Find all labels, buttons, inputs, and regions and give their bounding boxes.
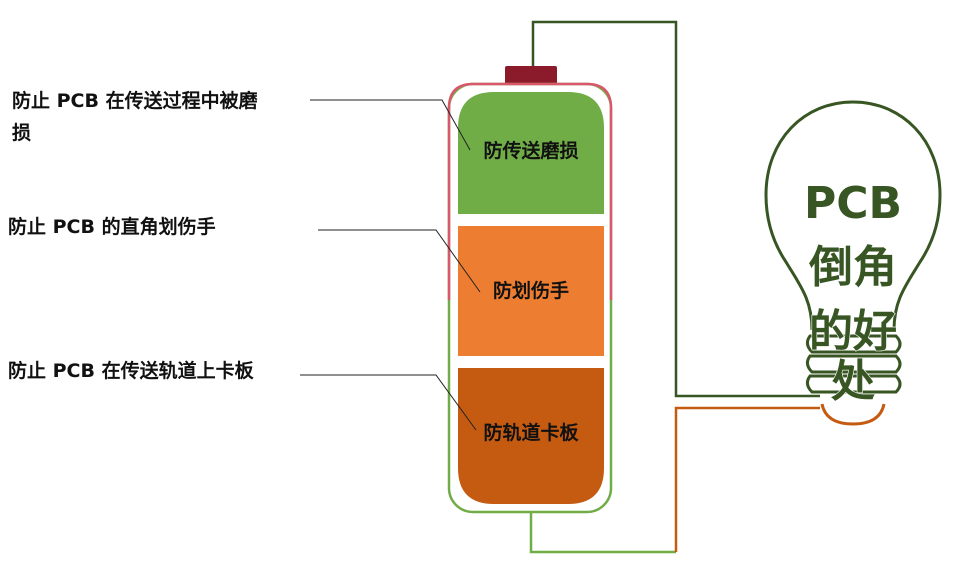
leader-lines: [300, 99, 481, 431]
segment-label-2: 防轨道卡板: [483, 421, 579, 444]
bulb-text-line-2: 倒角: [808, 242, 897, 293]
annotations: 防止 PCB 在传送过程中被磨 损 防止 PCB 的直角划伤手 防止 PCB 在…: [8, 89, 258, 382]
battery: 防传送磨损 防划伤手 防轨道卡板: [447, 66, 613, 514]
leader-line-1: [310, 99, 471, 151]
annotation-3: 防止 PCB 在传送轨道上卡板: [8, 359, 255, 382]
annotation-1-line-2: 损: [12, 122, 31, 144]
segment-green: [458, 92, 604, 214]
segment-label-0: 防传送磨损: [483, 139, 578, 162]
leader-line-3: [300, 374, 477, 431]
green-wire-top: [531, 20, 820, 398]
segment-dark-orange: [458, 368, 604, 504]
segment-orange: [458, 226, 604, 356]
bulb-outline: [764, 100, 942, 331]
wire-group: [529, 20, 820, 554]
bulb-screw-base: [805, 334, 902, 394]
annotation-2: 防止 PCB 的直角划伤手: [8, 215, 216, 238]
bulb-text-line-1: PCB: [804, 178, 902, 229]
leader-line-2: [318, 229, 481, 293]
bulb-text-line-3: 的好: [809, 306, 897, 357]
annotation-1-line-1: 防止 PCB 在传送过程中被磨: [12, 89, 258, 112]
light-bulb: PCB 倒角 的好 处: [764, 100, 942, 426]
orange-wire: [674, 406, 820, 552]
bulb-tip: [820, 403, 886, 426]
segment-label-1: 防划伤手: [493, 279, 569, 302]
green-wire-bottom: [529, 512, 676, 554]
bulb-text-line-4: 处: [831, 356, 875, 407]
battery-outline-top: [447, 82, 613, 300]
battery-cap: [505, 66, 557, 86]
